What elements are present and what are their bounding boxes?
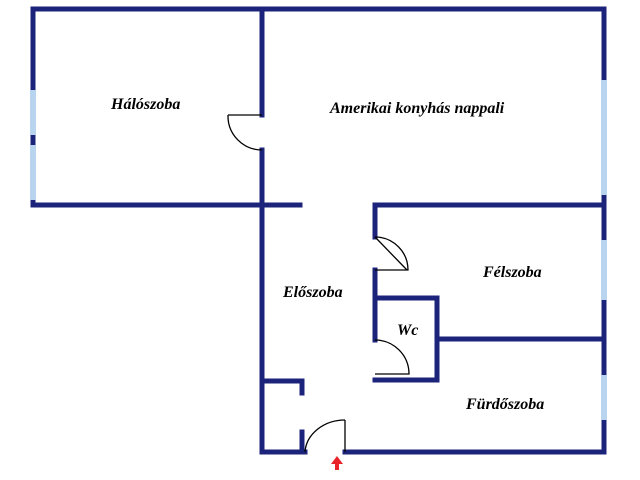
arrow-up-icon bbox=[331, 456, 343, 470]
entrance-arrow-head bbox=[331, 456, 343, 470]
room-label-living: Amerikai konyhás nappali bbox=[330, 100, 505, 117]
room-label-hall: Előszoba bbox=[283, 284, 343, 301]
room-label-bathroom: Fürdőszoba bbox=[466, 396, 545, 413]
door-bedroom-swing bbox=[227, 114, 263, 151]
room-label-half-room: Félszoba bbox=[483, 264, 542, 281]
room-label-bedroom: Hálószoba bbox=[111, 96, 181, 113]
door-entrance-swing bbox=[304, 419, 346, 453]
door-halfroom-swing bbox=[374, 236, 409, 271]
door-halfroom-leaf bbox=[374, 236, 408, 271]
walls bbox=[30, 6, 607, 455]
windows bbox=[30, 80, 607, 420]
room-label-wc: Wc bbox=[397, 322, 419, 339]
door-wc-swing bbox=[374, 339, 410, 375]
doors bbox=[227, 114, 410, 453]
